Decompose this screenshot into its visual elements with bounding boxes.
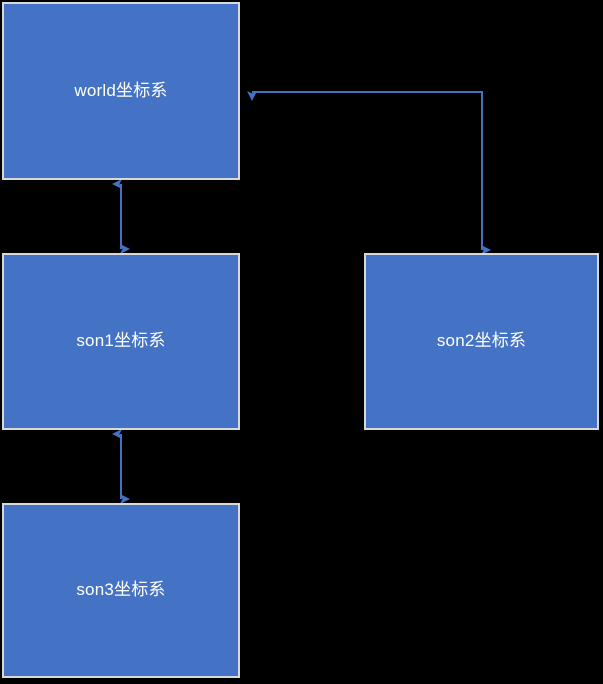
node-son3[interactable]: son3坐标系 bbox=[2, 503, 240, 678]
node-son3-label: son3坐标系 bbox=[76, 580, 166, 600]
node-world[interactable]: world坐标系 bbox=[2, 2, 240, 180]
node-son2[interactable]: son2坐标系 bbox=[364, 253, 599, 430]
edge-world-son2-to-son2 bbox=[252, 91, 491, 255]
node-son2-label: son2坐标系 bbox=[436, 331, 527, 351]
edge-world-son2 bbox=[247, 91, 491, 255]
node-son1-label: son1坐标系 bbox=[76, 331, 166, 351]
edge-world-son2-to-world bbox=[247, 91, 483, 250]
node-world-label: world坐标系 bbox=[74, 80, 168, 100]
node-son1[interactable]: son1坐标系 bbox=[2, 253, 240, 430]
